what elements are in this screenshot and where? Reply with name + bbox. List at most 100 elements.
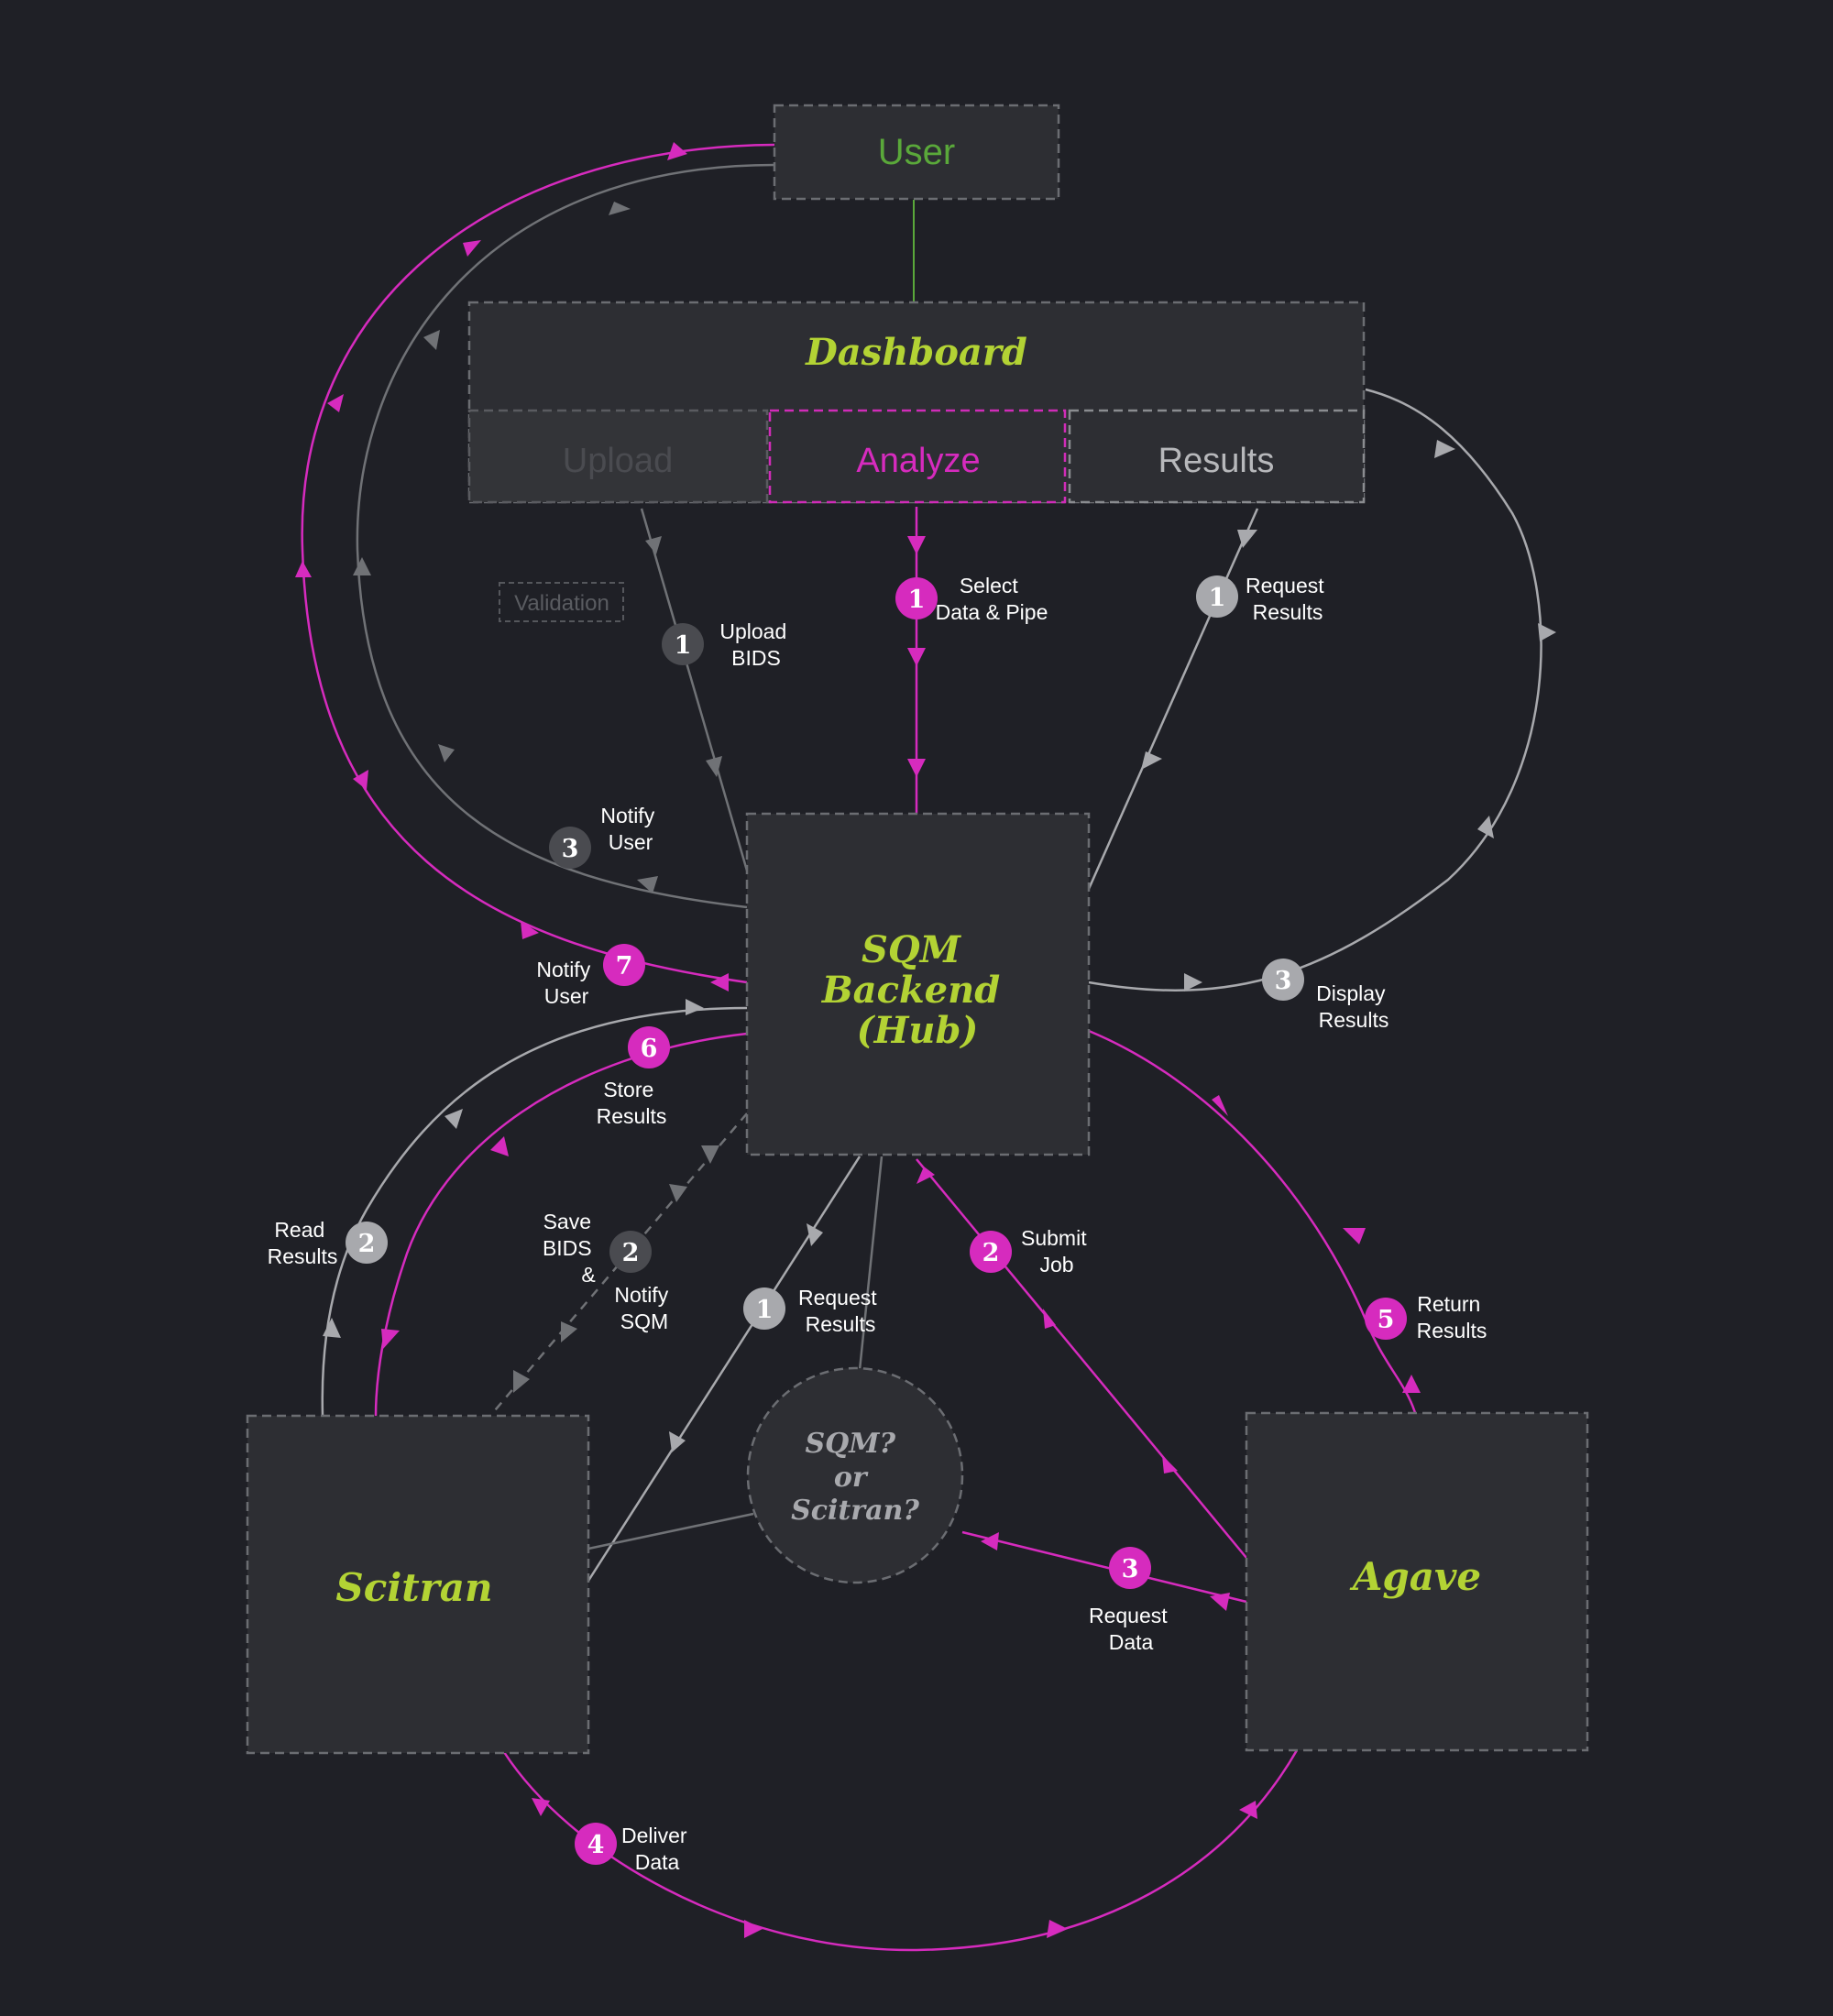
- svg-text:Return Results: Return Results: [1417, 1292, 1487, 1342]
- validation-node: Validation: [499, 582, 624, 622]
- step-notify-user-pink: 7 Notify User: [536, 944, 645, 1008]
- scitran-node: Scitran: [246, 1414, 590, 1755]
- arrow-dark: [561, 1321, 577, 1342]
- step-number: 2: [982, 1239, 1000, 1267]
- arrow-grey: [445, 1109, 463, 1129]
- svg-text:Notify SQM: Notify SQM: [614, 1283, 674, 1333]
- step-number: 1: [1209, 584, 1226, 612]
- notify-user-grey-path: [356, 163, 775, 909]
- arrow-pink: [532, 1798, 550, 1816]
- read-results-path: [321, 1006, 748, 1417]
- arrow-pink: [1043, 1309, 1056, 1329]
- dashboard-node: Dashboard Upload Analyze Results: [467, 301, 1366, 504]
- svg-text:Request Data: Request Data: [1089, 1604, 1173, 1654]
- arrow-pink: [981, 1532, 999, 1550]
- arrow-grey: [1141, 751, 1162, 770]
- tab-analyze-label: Analyze: [856, 442, 980, 480]
- step-upload-bids: 1 Upload BIDS: [662, 619, 786, 670]
- tab-analyze: [768, 409, 1067, 504]
- notify-user-pink-path: [301, 143, 775, 984]
- step-number: 3: [1275, 967, 1292, 995]
- submit-job-path: [916, 1158, 1247, 1559]
- arrowheads: [295, 142, 1556, 1938]
- backend-line-2: Backend: [821, 969, 1000, 1012]
- arrow-dark: [701, 1145, 719, 1164]
- arrow-pink: [353, 770, 368, 790]
- arrow-pink: [710, 973, 729, 992]
- arrow-grey: [686, 999, 704, 1015]
- tab-upload: [467, 409, 769, 504]
- arrow-grey: [1237, 530, 1257, 548]
- step-number: 1: [675, 631, 692, 660]
- arrow-pink: [463, 240, 481, 257]
- arrow-pink: [1212, 1095, 1228, 1116]
- arrow-grey: [1184, 973, 1202, 992]
- return-results-path: [1088, 1029, 1418, 1417]
- user-label: User: [878, 132, 955, 172]
- arrow-pink: [667, 142, 687, 160]
- step-number: 3: [1122, 1555, 1139, 1583]
- arrow-pink: [521, 921, 539, 939]
- arrow-grey: [1538, 623, 1556, 641]
- step-number: 7: [616, 952, 633, 981]
- svg-text:Deliver Data: Deliver Data: [621, 1824, 693, 1874]
- arrow-pink: [907, 648, 926, 666]
- arrow-dark: [609, 202, 631, 215]
- tab-results: [1068, 409, 1366, 504]
- arrow-pink: [327, 394, 344, 412]
- step-request-results-mid: 1 Request Results: [743, 1286, 883, 1336]
- arrow-dark: [353, 557, 371, 575]
- question-node: SQM? or Scitran?: [746, 1366, 964, 1584]
- arrow-pink: [744, 1920, 763, 1938]
- arrow-grey: [669, 1431, 686, 1452]
- arrow-pink: [916, 1167, 935, 1184]
- request-data-path: [961, 1530, 1247, 1604]
- step-number: 1: [908, 586, 926, 614]
- svg-text:Read Results: Read Results: [268, 1218, 338, 1268]
- step-number: 1: [756, 1296, 774, 1324]
- tab-results-label: Results: [1158, 442, 1275, 480]
- arrow-pink: [1047, 1920, 1068, 1938]
- arrow-pink: [1343, 1228, 1366, 1244]
- store-results-path: [374, 1032, 748, 1417]
- connectors: [301, 143, 1542, 1952]
- arrow-dark: [637, 876, 658, 893]
- arrow-dark: [669, 1184, 687, 1202]
- svg-text:Save BIDS &: Save BIDS &: [543, 1210, 598, 1287]
- step-number: 6: [641, 1035, 658, 1063]
- validation-label: Validation: [514, 591, 609, 616]
- request-results-top-path: [1087, 508, 1259, 890]
- step-display-results: 3 Display Results: [1262, 959, 1388, 1032]
- deliver-data-path: [502, 1749, 1299, 1952]
- arrow-dark: [423, 330, 440, 350]
- step-number: 5: [1377, 1306, 1395, 1334]
- arrow-pink: [1162, 1455, 1178, 1474]
- svg-text:Store Results: Store Results: [597, 1078, 667, 1128]
- step-request-results-top: 1 Request Results: [1196, 574, 1330, 624]
- step-number: 3: [562, 835, 579, 863]
- svg-text:SQM Backend (Hub): SQM Backend (Hub): [821, 928, 1013, 1052]
- arrow-grey: [323, 1318, 341, 1338]
- scitran-question-line: [587, 1512, 754, 1550]
- step-request-data: 3 Request Data: [1089, 1547, 1173, 1654]
- request-results-mid-path: [587, 1156, 862, 1582]
- arrow-pink: [1239, 1801, 1257, 1819]
- step-store-results: 6 Store Results: [597, 1026, 670, 1128]
- arrow-pink: [381, 1329, 400, 1349]
- step-read-results: 2 Read Results: [268, 1218, 388, 1268]
- arrow-dark: [706, 756, 722, 777]
- svg-text:Request Results: Request Results: [1246, 574, 1330, 624]
- step-select-data: 1 Select Data & Pipe: [895, 574, 1048, 624]
- step-number: 4: [587, 1831, 605, 1859]
- backend-question-line: [858, 1156, 884, 1371]
- step-number: 2: [622, 1239, 640, 1267]
- arrow-pink: [1210, 1593, 1230, 1611]
- user-node: User: [773, 104, 1060, 201]
- svg-text:Request Results: Request Results: [798, 1286, 883, 1336]
- arrow-pink: [907, 536, 926, 554]
- svg-text:Select Data & Pipe: Select Data & Pipe: [936, 574, 1048, 624]
- step-return-results: 5 Return Results: [1365, 1292, 1487, 1342]
- svg-text:Notify User: Notify User: [536, 958, 596, 1008]
- backend-line-1: SQM: [862, 928, 962, 971]
